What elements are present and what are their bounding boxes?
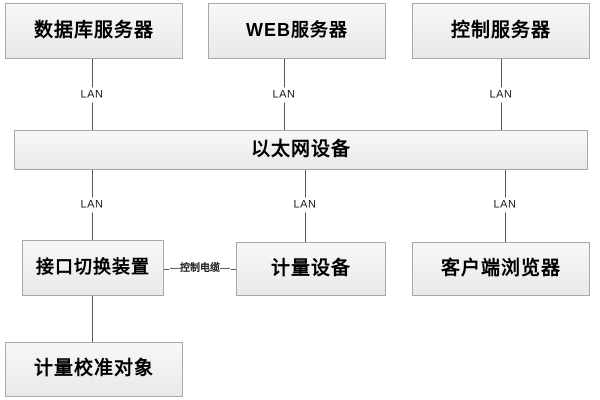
node-database-server-label: 数据库服务器 (33, 19, 154, 41)
node-ethernet-device[interactable]: 以太网设备 (14, 130, 588, 170)
node-client-browser[interactable]: 客户端浏览器 (412, 242, 590, 296)
node-interface-switch-label: 接口切换装置 (36, 257, 150, 278)
node-ethernet-device-label: 以太网设备 (250, 138, 351, 160)
node-calibration-object-label: 计量校准对象 (33, 358, 154, 380)
link-label-ethernet-to-metering: LAN (290, 197, 320, 213)
node-interface-switch[interactable]: 接口切换装置 (22, 240, 164, 296)
link-label-ethernet-to-interface: LAN (77, 197, 107, 213)
link-label-database-to-ethernet: LAN (77, 87, 107, 103)
connector-interface-to-calibration (92, 296, 93, 342)
link-label-ethernet-to-browser: LAN (490, 197, 520, 213)
node-database-server[interactable]: 数据库服务器 (5, 3, 183, 59)
link-label-control-to-ethernet: LAN (486, 87, 516, 103)
link-label-control-cable: —控制电缆— (169, 263, 231, 275)
node-control-server[interactable]: 控制服务器 (412, 3, 590, 59)
node-calibration-object[interactable]: 计量校准对象 (5, 342, 183, 397)
node-metering-device[interactable]: 计量设备 (236, 242, 386, 296)
node-web-server[interactable]: WEB服务器 (208, 3, 386, 59)
node-web-server-label: WEB服务器 (246, 20, 348, 41)
node-control-server-label: 控制服务器 (450, 19, 551, 41)
node-client-browser-label: 客户端浏览器 (440, 257, 561, 279)
link-label-web-to-ethernet: LAN (269, 87, 299, 103)
node-metering-device-label: 计量设备 (270, 257, 351, 279)
